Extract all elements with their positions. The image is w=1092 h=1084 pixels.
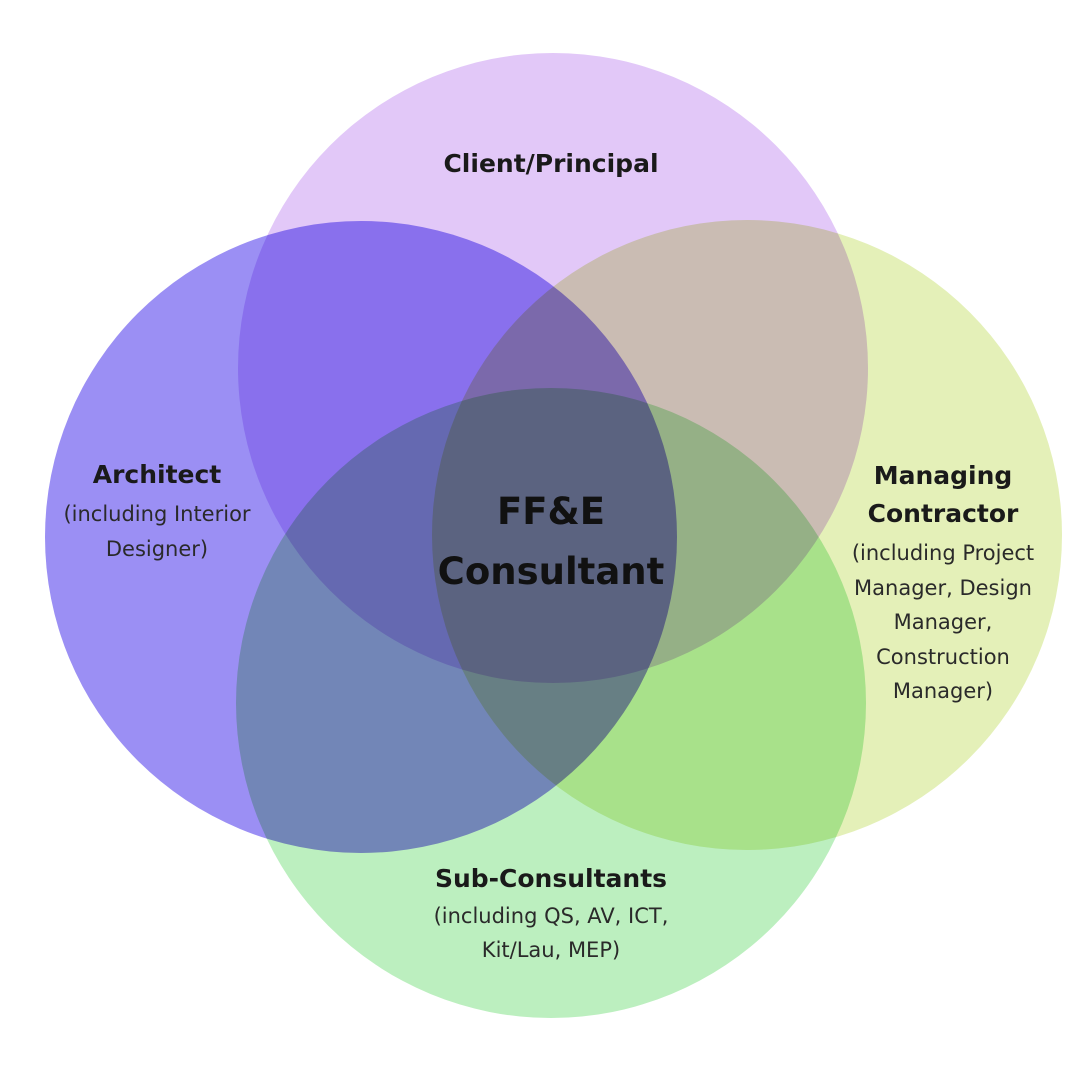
center-title-line-1: FF&E — [497, 490, 605, 533]
sub-consultants-title: Sub-Consultants — [435, 864, 667, 893]
managing-contractor-detail-line-2: Manager, Design — [854, 576, 1032, 600]
managing-contractor-detail-line-5: Manager) — [893, 679, 993, 703]
managing-contractor-detail-line-4: Construction — [876, 645, 1010, 669]
label-managing-contractor: Managing Contractor (including Project M… — [852, 461, 1034, 703]
managing-contractor-detail-line-3: Manager, — [894, 610, 993, 634]
label-sub-consultants: Sub-Consultants (including QS, AV, ICT, … — [434, 864, 669, 962]
venn-circles — [45, 53, 1062, 1018]
circle-sub-consultants — [236, 388, 866, 1018]
managing-contractor-detail-line-1: (including Project — [852, 541, 1034, 565]
managing-contractor-title-line-1: Managing — [874, 461, 1013, 490]
label-client-principal: Client/Principal — [443, 149, 658, 178]
center-title-line-2: Consultant — [438, 550, 665, 593]
label-architect: Architect (including Interior Designer) — [63, 460, 250, 561]
architect-detail-line-2: Designer) — [106, 537, 208, 561]
architect-title: Architect — [93, 460, 222, 489]
sub-consultants-detail-line-2: Kit/Lau, MEP) — [482, 938, 620, 962]
managing-contractor-title-line-2: Contractor — [868, 499, 1019, 528]
architect-detail-line-1: (including Interior — [63, 502, 250, 526]
label-center-ffe-consultant: FF&E Consultant — [438, 490, 665, 593]
client-principal-title: Client/Principal — [443, 149, 658, 178]
sub-consultants-detail-line-1: (including QS, AV, ICT, — [434, 904, 669, 928]
